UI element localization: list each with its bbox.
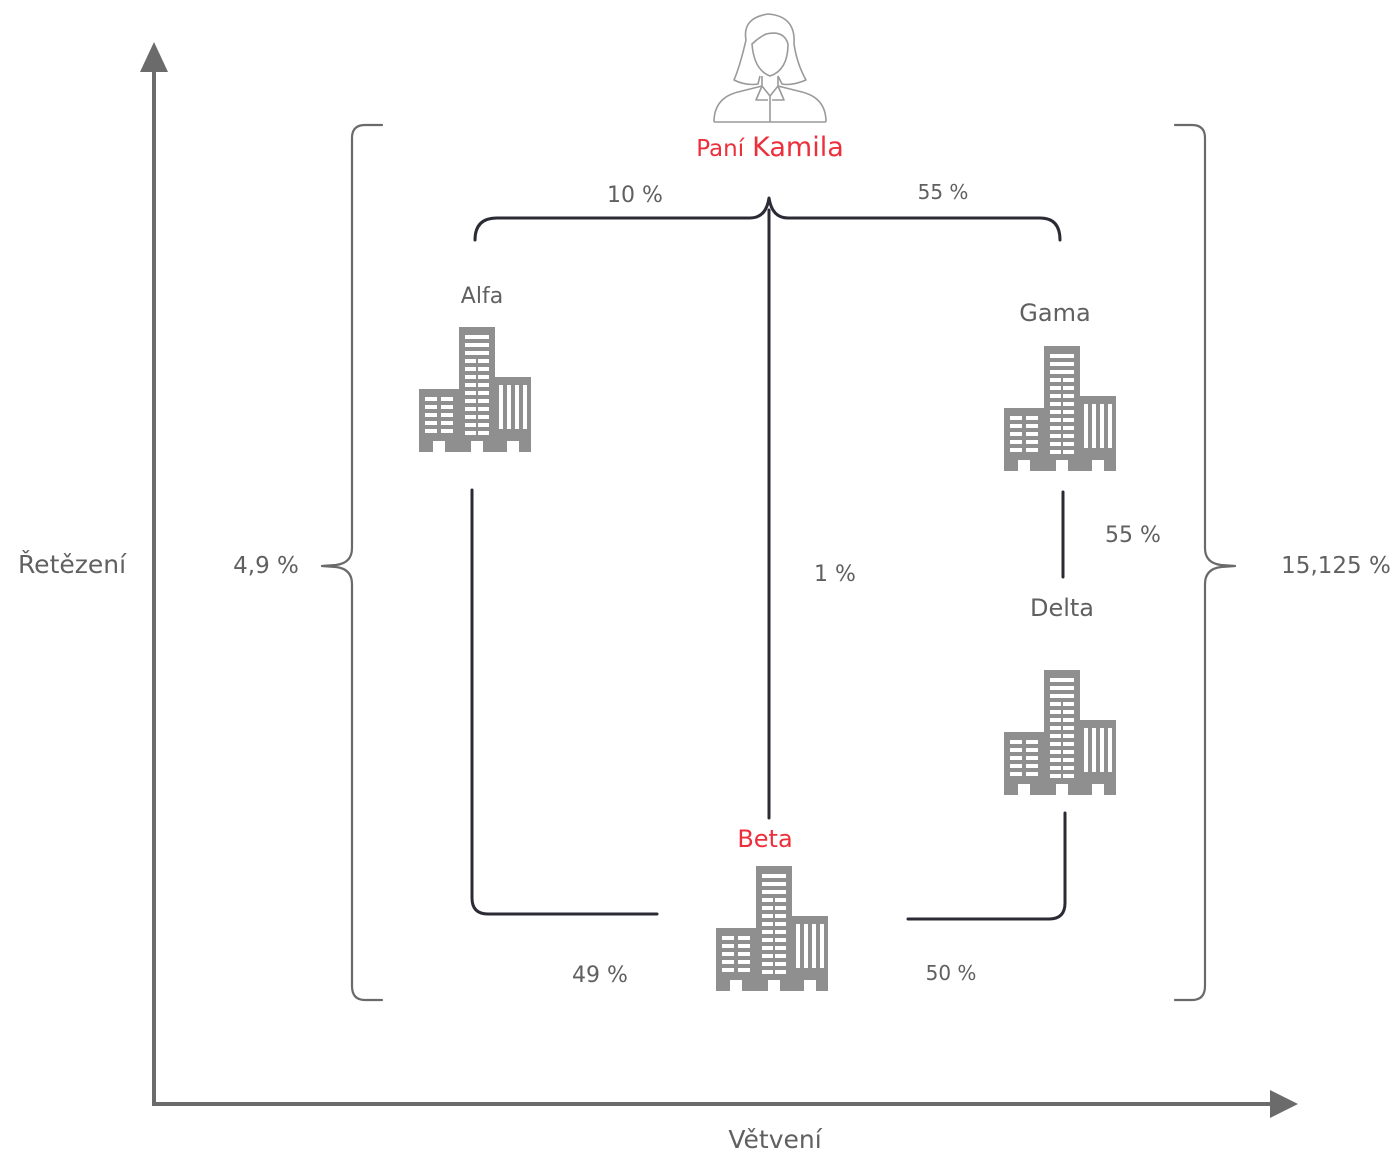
company-gama-label: Gama <box>1019 299 1090 327</box>
right-chain-total: 15,125 % <box>1281 553 1391 579</box>
share-delta-beta: 50 % <box>926 961 977 985</box>
x-axis-label: Větvení <box>728 1125 822 1154</box>
office-building-icon <box>716 866 828 991</box>
kamila-split-bracket <box>473 196 1062 242</box>
link-delta-beta <box>906 811 1067 921</box>
person-title: Paní <box>696 136 745 162</box>
share-gama-delta: 55 % <box>1105 523 1161 548</box>
x-axis-arrow-icon <box>1270 1090 1298 1118</box>
share-kamila-gama: 55 % <box>918 180 969 204</box>
office-building-icon <box>1004 670 1116 795</box>
share-kamila-beta: 1 % <box>814 562 856 587</box>
link-alfa-beta <box>470 488 659 916</box>
woman-avatar-icon <box>713 13 827 123</box>
y-axis-arrow-icon <box>140 42 168 72</box>
left-chain-bracket <box>320 123 384 1002</box>
company-alfa-label: Alfa <box>461 284 503 309</box>
office-building-icon <box>419 327 531 452</box>
y-axis-label: Řetězení <box>18 550 127 579</box>
right-chain-bracket <box>1173 123 1237 1002</box>
company-beta-label: Beta <box>737 825 792 853</box>
left-chain-total: 4,9 % <box>233 553 299 579</box>
office-building-icon <box>1004 346 1116 471</box>
person-label: Paní Kamila <box>696 132 844 163</box>
person-name: Kamila <box>752 132 844 163</box>
share-alfa-beta: 49 % <box>572 963 628 988</box>
share-kamila-alfa: 10 % <box>607 183 663 208</box>
company-delta-label: Delta <box>1030 594 1094 622</box>
